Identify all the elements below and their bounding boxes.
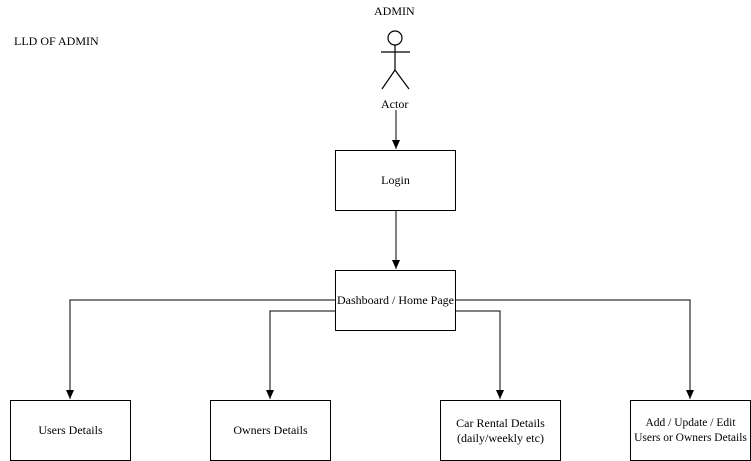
actor-icon[interactable] — [381, 30, 410, 90]
diagram-title: LLD OF ADMIN — [14, 34, 99, 48]
actor-name: ADMIN — [374, 4, 415, 18]
node-manage-users-owners-label: Add / Update / Edit Users or Owners Deta… — [634, 416, 747, 444]
edge-dashboard-to-rental — [456, 310, 504, 399]
node-car-rental-details-label: Car Rental Details (daily/weekly etc) — [456, 415, 545, 445]
node-manage-users-owners[interactable]: Add / Update / Edit Users or Owners Deta… — [630, 400, 751, 461]
edge-dashboard-to-manage — [456, 299, 694, 399]
node-car-rental-details[interactable]: Car Rental Details (daily/weekly etc) — [440, 400, 561, 461]
node-dashboard-label: Dashboard / Home Page — [337, 293, 454, 307]
node-login[interactable]: Login — [335, 150, 456, 211]
node-users-details[interactable]: Users Details — [10, 400, 131, 461]
edge-dashboard-to-users — [66, 299, 335, 399]
node-dashboard[interactable]: Dashboard / Home Page — [335, 270, 456, 331]
node-users-details-label: Users Details — [38, 423, 103, 437]
node-owners-details-label: Owners Details — [233, 423, 308, 437]
actor-caption: Actor — [381, 97, 409, 111]
edge-dashboard-to-owners — [266, 310, 335, 399]
node-owners-details[interactable]: Owners Details — [210, 400, 331, 461]
node-login-label: Login — [381, 173, 410, 187]
